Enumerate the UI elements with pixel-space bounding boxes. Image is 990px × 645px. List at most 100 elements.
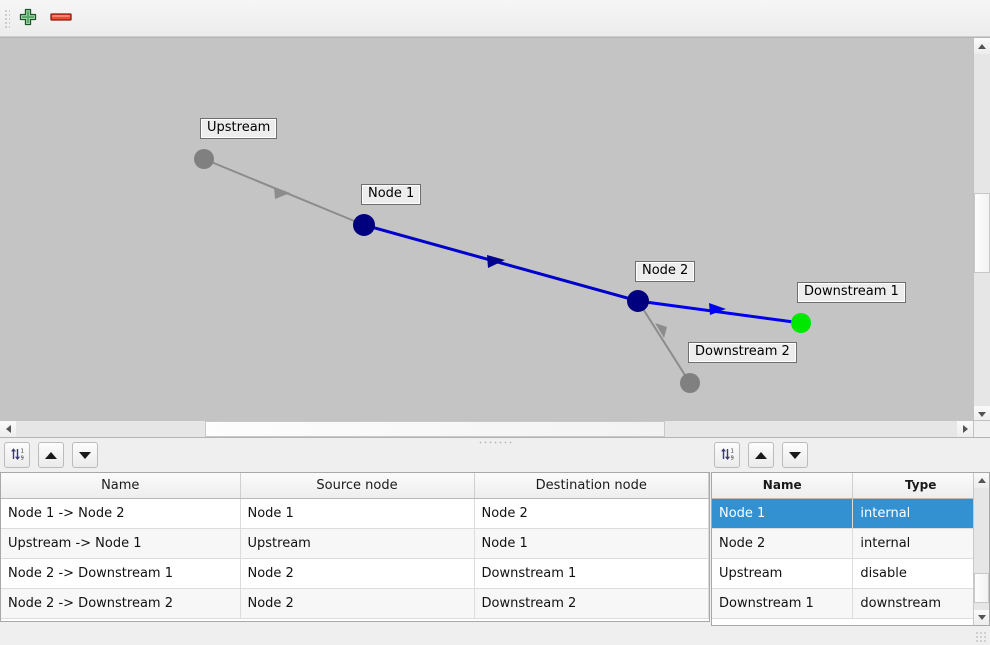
triangle-up-icon [978,43,986,49]
svg-text:1: 1 [731,448,734,454]
graph-node-node2[interactable] [627,290,649,312]
graph-node-upstream[interactable] [194,149,214,169]
graph-label-node1[interactable]: Node 1 [361,184,422,205]
cell-source: Upstream [240,528,475,559]
edge-node2-downstream2[interactable] [637,300,691,384]
graph-view: Upstream Node 1 Node 2 Downstream 1 Down… [0,37,990,438]
resize-grip-icon[interactable] [975,631,987,643]
cell-type: downstream [852,588,989,619]
table-row[interactable]: Node 2 -> Downstream 2 Node 2 Downstream… [1,588,709,619]
edge-node1-node2[interactable] [363,223,639,303]
table-row[interactable]: Node 1 -> Node 2 Node 1 Node 2 [1,498,709,529]
graph-label-upstream[interactable]: Upstream [200,118,278,139]
edges-table-element: Name Source node Destination node Node 1… [1,473,709,619]
svg-text:1: 1 [21,448,24,454]
edges-col-destination[interactable]: Destination node [474,473,709,499]
cell-name: Node 2 -> Downstream 2 [1,588,241,619]
cell-source: Node 1 [240,498,475,529]
triangle-up-icon [977,478,986,483]
triangle-down-icon [789,451,801,459]
cell-name: Node 2 -> Downstream 1 [1,558,241,589]
nodes-table-scrollbar[interactable] [973,473,989,625]
table-row[interactable]: Upstream disable [712,558,989,589]
graph-node-downstream2[interactable] [680,373,700,393]
graph-label-downstream2[interactable]: Downstream 2 [688,342,797,363]
cell-source: Node 2 [240,588,475,619]
edges-col-source[interactable]: Source node [240,473,475,499]
nodes-table-body: Node 1 internal Node 2 internal Upstream… [712,498,989,619]
table-row[interactable]: Upstream -> Node 1 Upstream Node 1 [1,528,709,559]
triangle-up-icon [45,451,57,459]
cell-type: internal [852,498,989,529]
triangle-down-icon [79,451,91,459]
cell-type: disable [852,558,989,589]
scroll-down-button[interactable] [974,610,989,625]
add-node-button[interactable] [14,5,42,32]
nodes-move-up-button[interactable] [748,442,774,468]
edges-move-up-button[interactable] [38,442,64,468]
nodes-col-type[interactable]: Type [852,473,989,499]
cell-name: Upstream -> Node 1 [1,528,241,559]
toolbar [0,0,990,37]
graph-horizontal-scrollbar[interactable] [0,420,973,437]
triangle-left-icon [5,425,11,433]
cell-name: Downstream 1 [712,588,854,619]
sort-order-icon: 1 9 [9,446,25,465]
graph-vertical-scrollbar[interactable] [973,38,990,422]
table-row[interactable]: Node 1 internal [712,498,989,529]
nodes-move-down-button[interactable] [782,442,808,468]
graph-node-node1[interactable] [353,214,375,236]
cell-destination: Downstream 2 [474,588,709,619]
triangle-down-icon [977,615,986,620]
edges-move-down-button[interactable] [72,442,98,468]
edges-table[interactable]: Name Source node Destination node Node 1… [0,472,710,622]
cell-type: internal [852,528,989,559]
green-plus-icon [18,7,38,30]
toolbar-drag-handle[interactable] [4,9,10,29]
nodes-table-header-row: Name Type [712,473,989,499]
graph-canvas[interactable]: Upstream Node 1 Node 2 Downstream 1 Down… [0,38,973,422]
edges-col-name[interactable]: Name [1,473,241,499]
scroll-thumb-vertical[interactable] [974,193,990,273]
scroll-up-button[interactable] [974,38,990,54]
scroll-up-button[interactable] [974,473,989,488]
edge-upstream-node1[interactable] [203,158,365,226]
triangle-up-icon [755,451,767,459]
table-row[interactable]: Node 2 internal [712,528,989,559]
table-row[interactable]: Node 2 -> Downstream 1 Node 2 Downstream… [1,558,709,589]
scroll-left-button[interactable] [0,421,16,437]
cell-name: Node 1 [712,498,854,529]
cell-source: Node 2 [240,558,475,589]
red-minus-icon [50,11,72,26]
splitter-handle[interactable] [0,438,990,446]
delete-node-button[interactable] [47,5,75,32]
nodes-table[interactable]: Name Type Node 1 internal Node 2 interna… [711,472,990,626]
sort-order-icon: 1 9 [719,446,735,465]
table-row[interactable]: Downstream 1 downstream [712,588,989,619]
edge-node2-downstream1[interactable] [637,299,802,325]
cell-name: Node 2 [712,528,854,559]
svg-text:9: 9 [731,455,734,461]
edges-table-header-row: Name Source node Destination node [1,473,709,499]
scroll-down-button[interactable] [974,406,990,422]
triangle-down-icon [978,411,986,417]
edges-sort-button[interactable]: 1 9 [4,442,30,468]
edges-table-body: Node 1 -> Node 2 Node 1 Node 2 Upstream … [1,498,709,619]
graph-svg [194,149,811,393]
cell-destination: Downstream 1 [474,558,709,589]
splitter-grip-icon [478,441,512,444]
scroll-thumb-vertical[interactable] [974,573,989,603]
scroll-thumb-horizontal[interactable] [205,421,665,437]
nodes-col-name[interactable]: Name [712,473,854,499]
status-bar [0,626,990,645]
scroll-right-button[interactable] [957,421,973,437]
nodes-sort-button[interactable]: 1 9 [714,442,740,468]
graph-label-node2[interactable]: Node 2 [635,261,696,282]
triangle-right-icon [962,425,968,433]
cell-destination: Node 2 [474,498,709,529]
scrollbar-corner [973,420,990,437]
graph-node-downstream1[interactable] [791,313,811,333]
cell-destination: Node 1 [474,528,709,559]
graph-label-downstream1[interactable]: Downstream 1 [797,282,906,303]
